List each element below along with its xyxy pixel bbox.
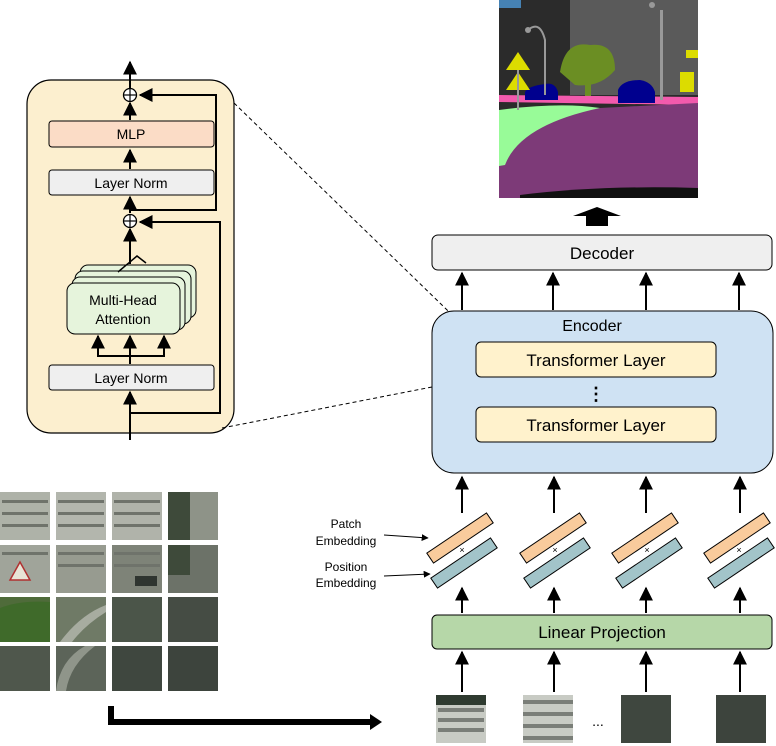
embedding-pair-4: × bbox=[703, 512, 775, 589]
mlp-label: MLP bbox=[117, 126, 146, 142]
combine-symbol-4: × bbox=[736, 545, 741, 555]
position-embedding-label-line1: Position bbox=[325, 560, 368, 574]
patch-embedding-pointer bbox=[383, 534, 429, 542]
layer-norm-top-box bbox=[48, 169, 215, 196]
grid-to-sequence-connector bbox=[108, 706, 376, 725]
flattened-patch-4 bbox=[716, 695, 766, 743]
decoder-label: Decoder bbox=[570, 244, 635, 263]
patch-embedding-bar-3 bbox=[611, 512, 679, 564]
input-image-patch-grid bbox=[0, 492, 218, 691]
grid-to-sequence-arrowhead bbox=[370, 714, 382, 730]
patch-embedding-label-line2: Embedding bbox=[316, 534, 377, 548]
combine-symbol-1: × bbox=[459, 545, 464, 555]
transformer-layer-bottom-box bbox=[475, 406, 717, 443]
layer-norm-bottom-label: Layer Norm bbox=[94, 370, 167, 386]
encoder-label: Encoder bbox=[562, 318, 622, 335]
flattened-patch-3 bbox=[621, 695, 671, 743]
patch-sequence-ellipsis: ... bbox=[592, 713, 604, 729]
layer-norm-bottom-box bbox=[48, 364, 215, 391]
combine-symbol-2: × bbox=[552, 545, 557, 555]
patch-embedding-label-line1: Patch bbox=[331, 517, 362, 531]
attention-output-merge bbox=[117, 255, 147, 273]
mlp-box bbox=[48, 120, 215, 148]
patch-embedding-bar-2 bbox=[519, 512, 587, 564]
residual-connection-1 bbox=[130, 215, 221, 414]
embedding-pair-1: × bbox=[426, 512, 498, 589]
transformer-layer-bottom-label: Transformer Layer bbox=[526, 416, 666, 435]
patch-embedding-bar-1 bbox=[426, 512, 494, 564]
layer-norm-top-label: Layer Norm bbox=[94, 175, 167, 191]
multi-head-attention-box bbox=[66, 282, 181, 335]
decoder-output-arrow-icon bbox=[573, 207, 621, 226]
embedding-pair-2: × bbox=[519, 512, 591, 589]
zoom-line-top bbox=[233, 102, 479, 341]
flattened-patch-2 bbox=[523, 695, 573, 743]
transformer-layer-top-box bbox=[475, 341, 717, 378]
flattened-patch-1 bbox=[436, 695, 486, 743]
position-embedding-bar-2 bbox=[523, 537, 591, 589]
linear-projection-box bbox=[431, 614, 773, 650]
segmentation-output-image bbox=[499, 0, 698, 198]
position-embedding-bar-4 bbox=[707, 537, 775, 589]
transformer-layer-top-label: Transformer Layer bbox=[526, 351, 666, 370]
transformer-layers-ellipsis: ⋮ bbox=[587, 384, 605, 404]
decoder-box bbox=[431, 234, 773, 271]
attention-input-arrow-left bbox=[91, 334, 130, 357]
position-embedding-bar-3 bbox=[615, 537, 683, 589]
combine-symbol-3: × bbox=[644, 545, 649, 555]
attention-label-line1: Multi-Head bbox=[89, 292, 157, 308]
residual-add-icon-1 bbox=[122, 213, 138, 229]
transformer-layer-detail: Layer Norm Multi-Head Attention Layer No… bbox=[26, 60, 235, 440]
position-embedding-pointer bbox=[383, 570, 431, 578]
position-embedding-bar-1 bbox=[430, 537, 498, 589]
embedding-pair-3: × bbox=[611, 512, 683, 589]
residual-connection-2 bbox=[130, 88, 217, 211]
position-embedding-label-line2: Embedding bbox=[316, 576, 377, 590]
linear-projection-label: Linear Projection bbox=[538, 623, 666, 642]
attention-label-line2: Attention bbox=[95, 311, 150, 327]
patch-embedding-bar-4 bbox=[703, 512, 771, 564]
attention-input-arrow-right bbox=[130, 334, 171, 357]
residual-add-icon-2 bbox=[122, 87, 138, 103]
